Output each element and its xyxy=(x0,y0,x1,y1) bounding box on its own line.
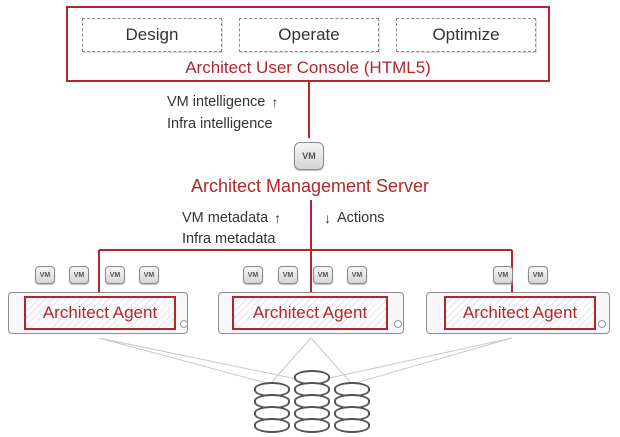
tab-optimize[interactable]: Optimize xyxy=(396,18,536,52)
vm-icon: VM xyxy=(347,266,367,284)
storage-link-3b xyxy=(310,337,513,383)
vm-icon: VM xyxy=(139,266,159,284)
storage-link-1a xyxy=(98,337,312,383)
power-knob-icon xyxy=(598,320,606,328)
database-icon xyxy=(332,382,372,437)
architect-agent-3: Architect Agent xyxy=(444,296,596,330)
power-knob-icon xyxy=(394,320,402,328)
storage-link-3a xyxy=(351,337,513,385)
vm-metadata-label: VM metadata ↑ xyxy=(182,210,281,226)
vm-icon: VM xyxy=(493,266,513,284)
arrow-up-icon: ↑ xyxy=(274,210,282,226)
infra-metadata-label: Infra metadata xyxy=(182,231,276,247)
server-vm-icon: VM xyxy=(294,142,324,170)
storage-link-2b xyxy=(310,337,353,385)
vm-icon: VM xyxy=(35,266,55,284)
vm-icon: VM xyxy=(528,266,548,284)
vm-metadata-text: VM metadata xyxy=(182,210,269,226)
vm-icon: VM xyxy=(105,266,125,284)
storage-link-2a xyxy=(269,337,312,385)
vm-icon: VM xyxy=(69,266,89,284)
vm-intelligence-label: VM intelligence ↑ xyxy=(167,94,278,110)
vm-icon: VM xyxy=(243,266,263,284)
storage-link-1b xyxy=(98,337,271,385)
tab-design[interactable]: Design xyxy=(82,18,222,52)
vm-intelligence-text: VM intelligence xyxy=(167,94,266,110)
database-icon xyxy=(292,370,332,434)
vm-icon: VM xyxy=(313,266,333,284)
infra-intelligence-label: Infra intelligence xyxy=(167,116,273,132)
user-console-title: Architect User Console (HTML5) xyxy=(185,58,431,77)
arrow-down-icon: ↓ xyxy=(324,210,331,226)
arrow-up-icon: ↑ xyxy=(271,94,279,110)
architect-agent-2: Architect Agent xyxy=(232,296,388,330)
power-knob-icon xyxy=(180,320,188,328)
vm-icon: VM xyxy=(278,266,298,284)
actions-text: Actions xyxy=(337,210,385,226)
management-server-title: Architect Management Server xyxy=(190,176,430,196)
actions-label: ↓ Actions xyxy=(324,210,385,226)
architect-agent-1: Architect Agent xyxy=(24,296,176,330)
tab-operate[interactable]: Operate xyxy=(239,18,379,52)
database-icon xyxy=(252,382,292,437)
